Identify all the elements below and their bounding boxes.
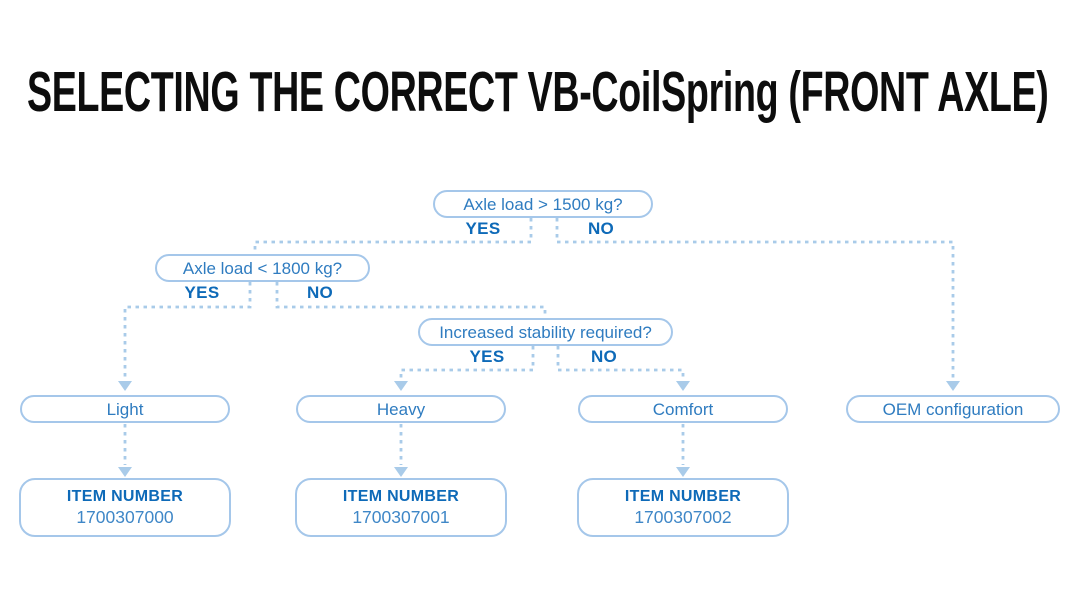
- item-number-value: 1700307001: [352, 506, 450, 527]
- connector-no-2: [275, 282, 547, 317]
- item-number-value: 1700307000: [76, 506, 174, 527]
- decision-box-axle-load-1800: Axle load < 1800 kg?: [155, 254, 370, 282]
- no-label-1: NO: [587, 219, 615, 238]
- connector-no-3: [556, 346, 685, 379]
- item-number-value: 1700307002: [634, 506, 732, 527]
- no-label-2: NO: [306, 283, 334, 302]
- connector-yes-3: [399, 346, 535, 379]
- decision-box-stability: Increased stability required?: [418, 318, 673, 346]
- arrowhead-item-light: [118, 467, 132, 477]
- page-title: SELECTING THE CORRECT VB-CoilSpring (FRO…: [27, 60, 1049, 124]
- connector-yes-1: [253, 218, 533, 253]
- result-box-heavy: Heavy: [296, 395, 506, 423]
- arrowhead-item-comfort: [676, 467, 690, 477]
- decision-box-axle-load-1500: Axle load > 1500 kg?: [433, 190, 653, 218]
- result-box-comfort: Comfort: [578, 395, 788, 423]
- result-box-light: Light: [20, 395, 230, 423]
- arrowhead-comfort: [676, 381, 690, 391]
- arrowhead-item-heavy: [394, 467, 408, 477]
- connector-yes-2: [123, 282, 252, 379]
- yes-label-1: YES: [465, 219, 501, 238]
- item-number-heading: ITEM NUMBER: [342, 487, 460, 505]
- arrowhead-light: [118, 381, 132, 391]
- arrowhead-oem: [946, 381, 960, 391]
- no-label-3: NO: [590, 347, 618, 366]
- yes-label-2: YES: [184, 283, 220, 302]
- item-box-heavy: ITEM NUMBER 1700307001: [295, 478, 507, 537]
- yes-label-3: YES: [469, 347, 505, 366]
- item-number-heading: ITEM NUMBER: [66, 487, 184, 505]
- item-box-comfort: ITEM NUMBER 1700307002: [577, 478, 789, 537]
- item-number-heading: ITEM NUMBER: [624, 487, 742, 505]
- result-box-oem-configuration: OEM configuration: [846, 395, 1060, 423]
- arrowhead-heavy: [394, 381, 408, 391]
- connector-no-1: [555, 218, 955, 379]
- item-box-light: ITEM NUMBER 1700307000: [19, 478, 231, 537]
